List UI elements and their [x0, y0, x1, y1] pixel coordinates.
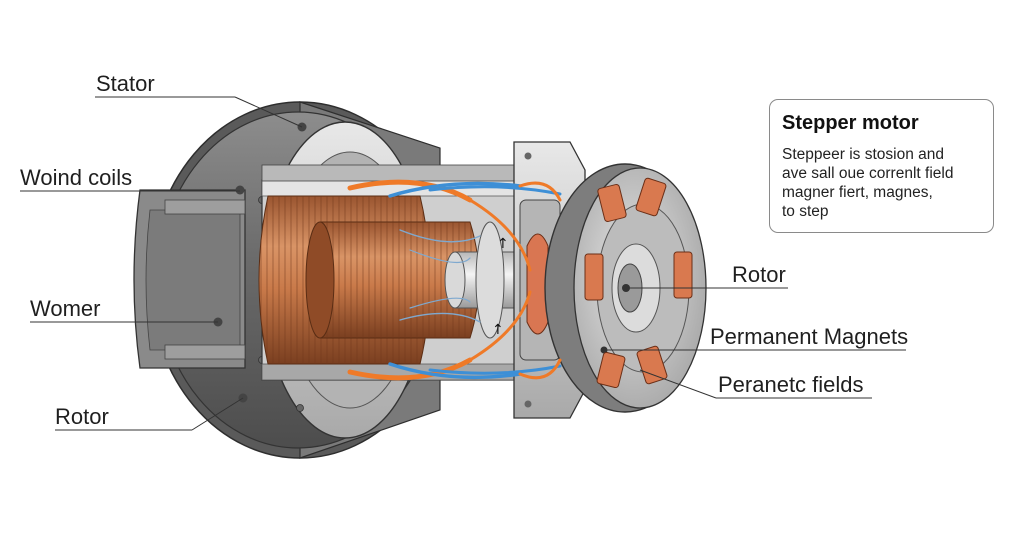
svg-text:↑: ↑: [497, 236, 509, 252]
label-womer: Womer: [30, 296, 101, 321]
leader-lines: [20, 96, 906, 431]
info-box-line: to step: [782, 203, 829, 220]
label-peranetc-fields: Peranetc fields: [718, 372, 864, 397]
info-box-line: Steppeer is stosion and: [782, 146, 944, 163]
wound-coils: [258, 195, 480, 365]
magnetic-field-lines: [347, 179, 562, 381]
permanent-magnets: [584, 177, 693, 389]
label-rotor-left: Rotor: [55, 404, 109, 429]
label-wound-coils: Woind coils: [20, 165, 133, 190]
rotor-shaft: ↑ ↑: [444, 221, 546, 339]
info-box: Stepper motor Steppeer is stosion and av…: [769, 99, 994, 233]
info-box-line: ave sall oue correnlt field: [782, 165, 954, 182]
info-box-line: magner fiert, magnes,: [782, 184, 933, 201]
label-stator: Stator: [96, 71, 155, 96]
info-box-title: Stepper motor: [782, 112, 919, 134]
label-rotor-right: Rotor: [732, 262, 786, 287]
svg-text:↑: ↑: [492, 322, 504, 338]
label-permanent-magnets: Permanent Magnets: [710, 324, 909, 349]
